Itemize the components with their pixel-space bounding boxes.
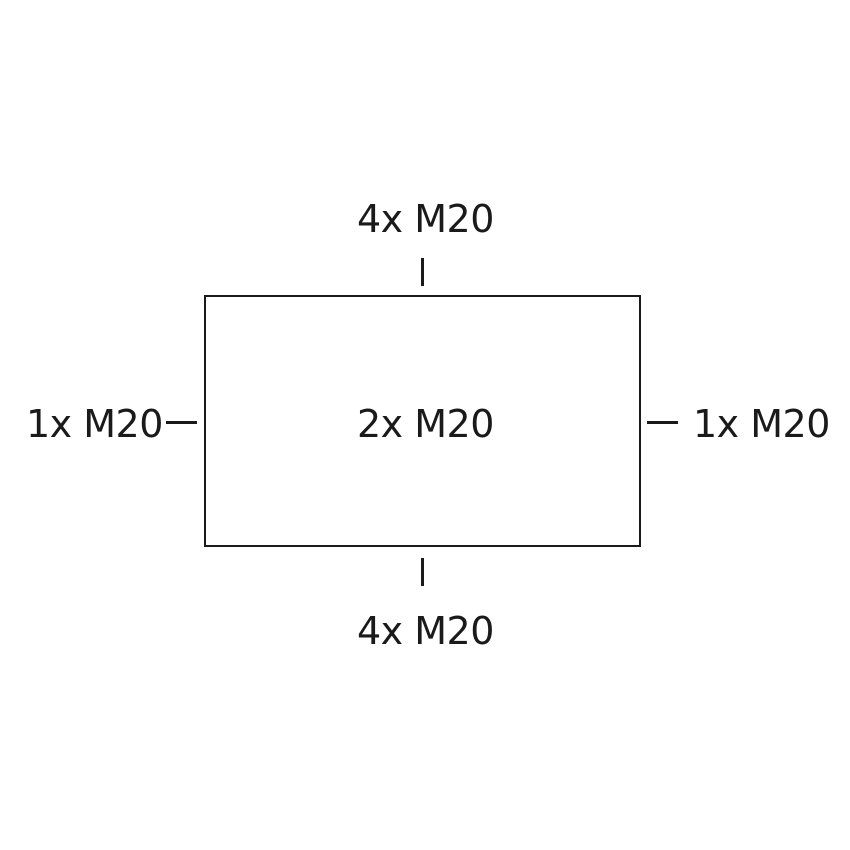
center-entry-label: 2x M20 bbox=[357, 402, 494, 446]
enclosure-outline bbox=[204, 295, 641, 547]
bottom-entry-label: 4x M20 bbox=[357, 609, 494, 653]
left-entry-marker bbox=[166, 421, 197, 424]
top-entry-marker bbox=[421, 258, 424, 286]
bottom-entry-marker bbox=[421, 558, 424, 586]
right-entry-marker bbox=[647, 421, 678, 424]
right-entry-label: 1x M20 bbox=[693, 402, 830, 446]
left-entry-label: 1x M20 bbox=[26, 402, 163, 446]
top-entry-label: 4x M20 bbox=[357, 197, 494, 241]
